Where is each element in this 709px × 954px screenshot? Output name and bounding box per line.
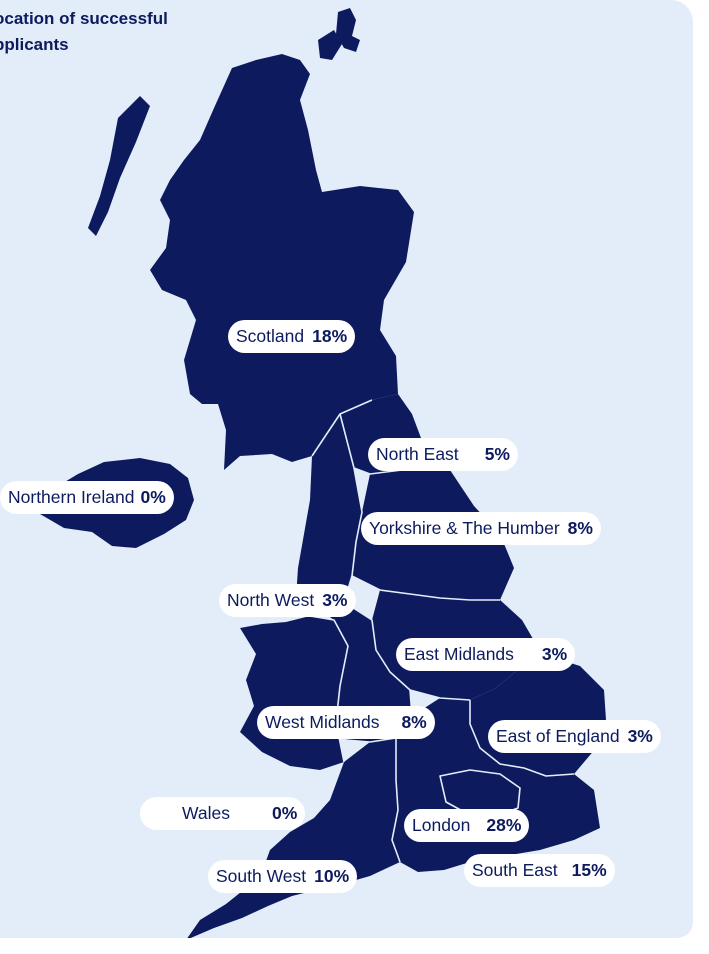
label-wales: Wales 0%: [140, 797, 306, 830]
region-wales: [240, 616, 348, 770]
map-panel: ocation of successful pplicants: [0, 0, 693, 938]
region-scotland: [150, 54, 414, 470]
label-name: West Midlands: [265, 712, 380, 732]
orkney-islands: [318, 30, 342, 60]
label-name: North East: [376, 444, 459, 464]
label-value: 18%: [312, 326, 348, 346]
label-north-west: North West 3%: [219, 584, 356, 617]
label-south-west: South West 10%: [208, 860, 358, 893]
uk-map: [40, 8, 606, 938]
label-value: 10%: [314, 866, 350, 886]
label-name: South East: [472, 860, 558, 880]
label-name: Scotland: [236, 326, 305, 346]
label-yorkshire: Yorkshire & The Humber 8%: [361, 512, 601, 545]
label-value: 0%: [271, 803, 298, 823]
label-scotland: Scotland 18%: [228, 320, 356, 353]
map-title: ocation of successful pplicants: [0, 6, 254, 58]
map-title-line-1: ocation of successful: [0, 9, 168, 28]
label-value: 3%: [627, 726, 653, 746]
western-isles: [88, 96, 150, 236]
label-east-of-england: East of England 3%: [488, 720, 661, 753]
label-london: London 28%: [404, 809, 530, 842]
label-north-east: North East 5%: [368, 438, 518, 471]
label-value: 15%: [571, 860, 607, 880]
label-value: 8%: [401, 712, 427, 732]
label-east-midlands: East Midlands 3%: [396, 638, 576, 671]
label-west-midlands: West Midlands 8%: [257, 706, 435, 739]
region-south-west: [187, 738, 400, 938]
label-name: North West: [227, 590, 315, 610]
label-value: 0%: [140, 487, 166, 507]
label-value: 5%: [484, 444, 510, 464]
map-title-line-2: pplicants: [0, 35, 69, 54]
label-name: East Midlands: [404, 644, 514, 664]
label-name: Yorkshire & The Humber: [369, 518, 560, 538]
label-south-east: South East 15%: [464, 854, 615, 887]
label-northern-ireland: Northern Ireland 0%: [0, 481, 174, 514]
label-name: Wales: [182, 803, 230, 823]
shetland-islands: [336, 8, 360, 52]
label-name: Northern Ireland: [8, 487, 135, 507]
label-value: 28%: [486, 815, 522, 835]
label-name: London: [412, 815, 471, 835]
region-north-west: [296, 414, 362, 610]
label-value: 8%: [567, 518, 593, 538]
label-name: East of England: [496, 726, 620, 746]
label-value: 3%: [541, 644, 568, 664]
label-name: South West: [216, 866, 307, 886]
label-value: 3%: [322, 590, 348, 610]
